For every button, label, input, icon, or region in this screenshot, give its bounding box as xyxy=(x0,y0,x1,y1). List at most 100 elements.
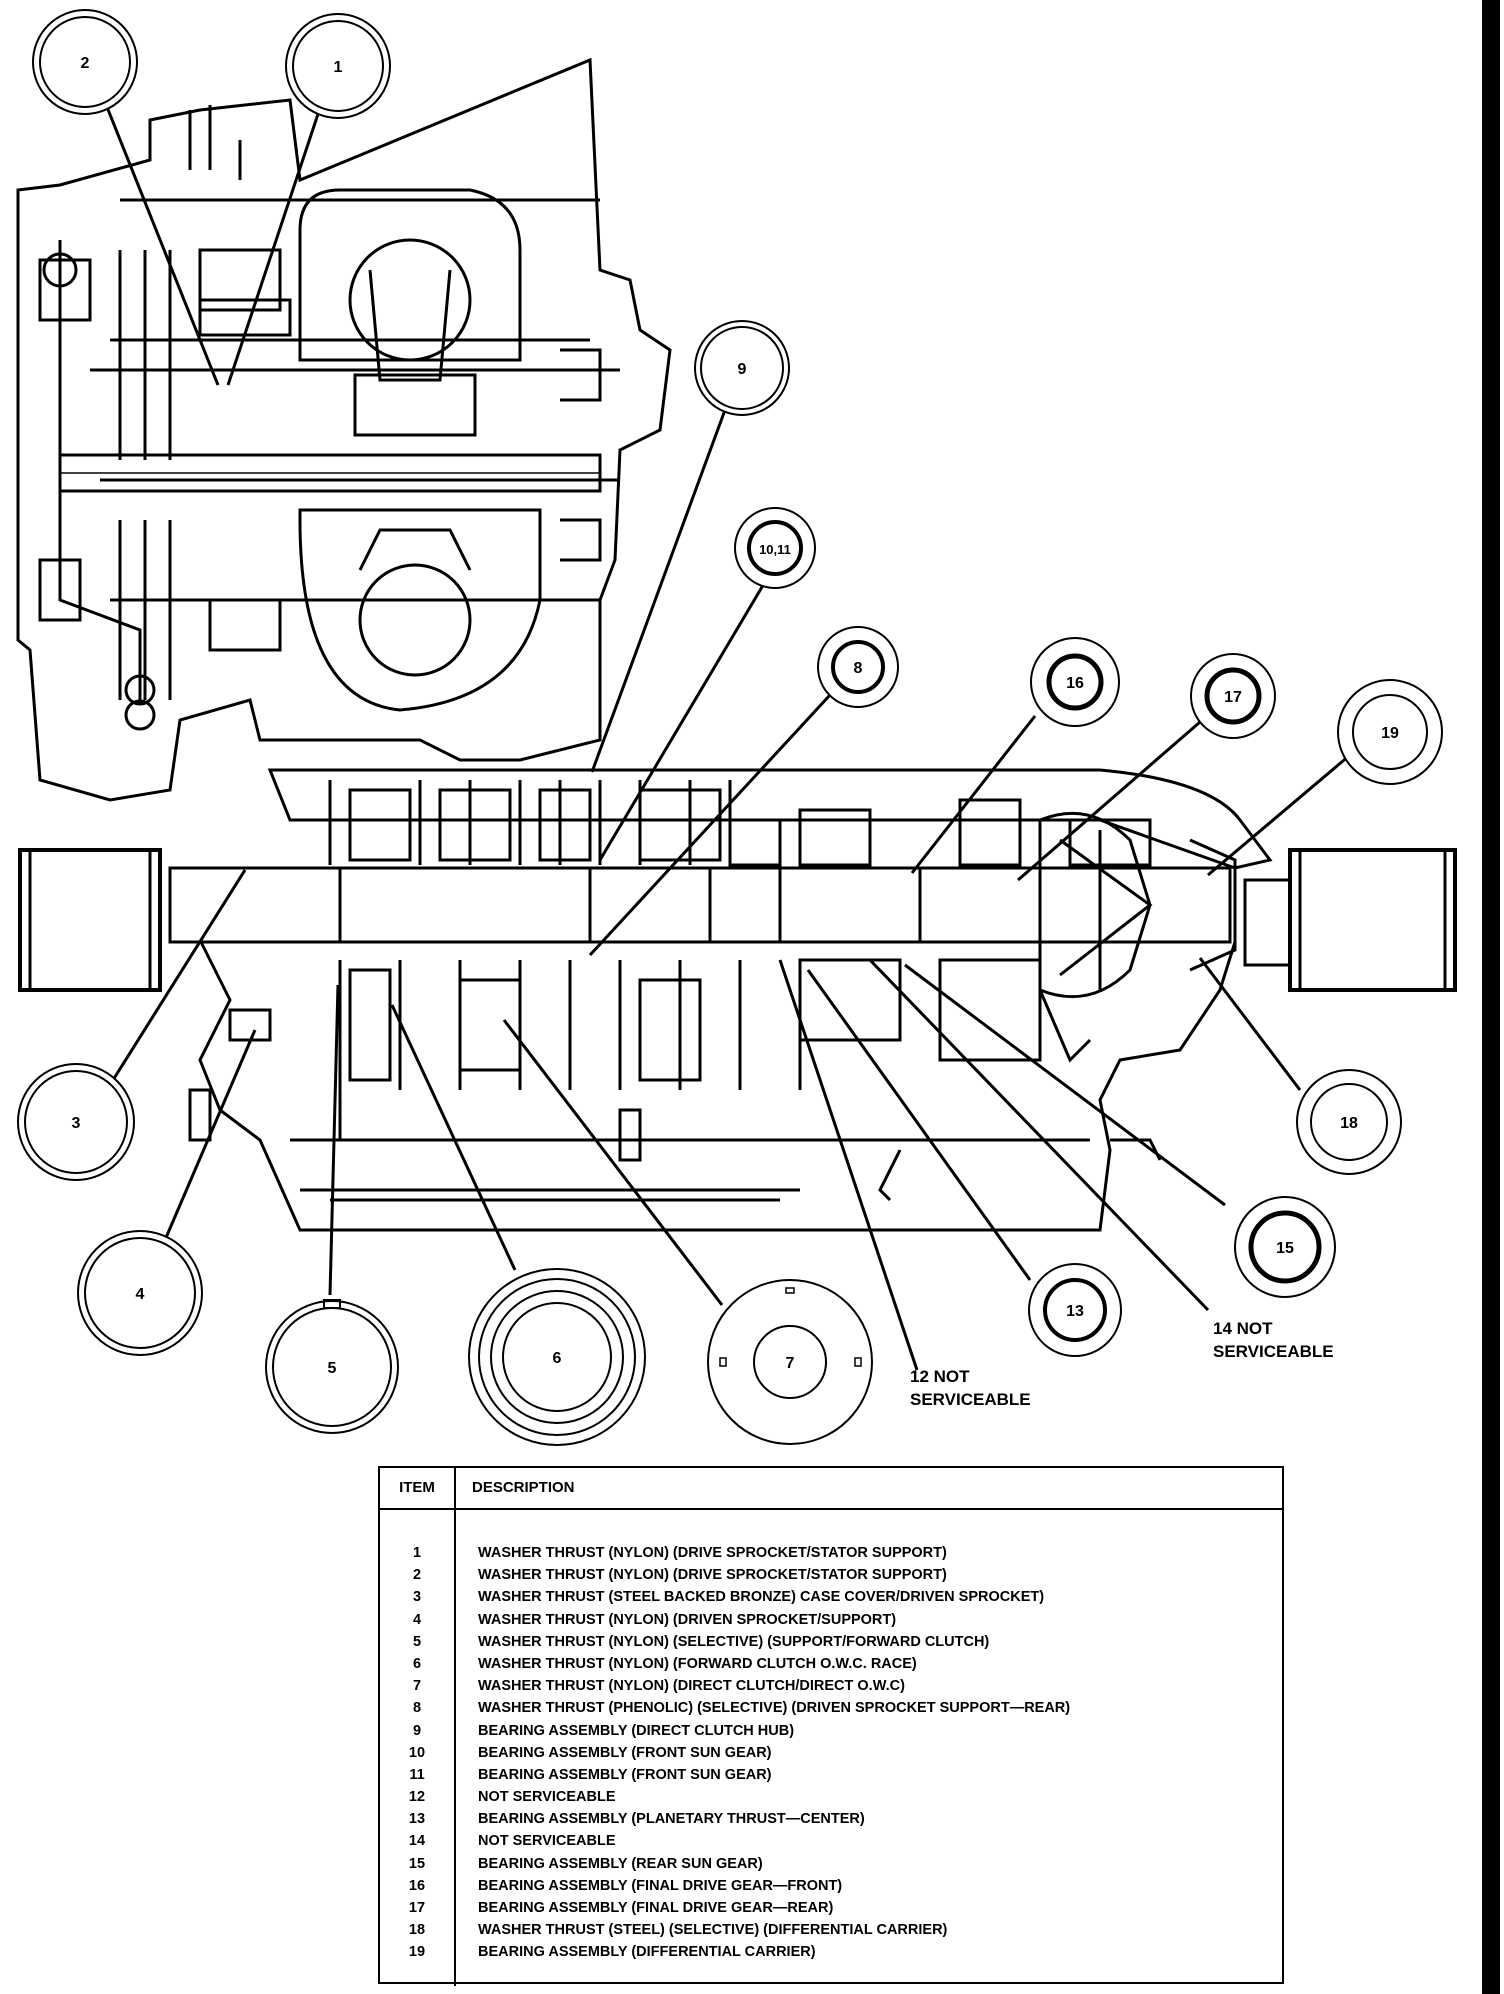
note-14-not-serviceable: 14 NOT SERVICEABLE xyxy=(1213,1319,1334,1361)
callout-10-11: 10,11 xyxy=(734,507,816,589)
row-description: WASHER THRUST (NYLON) (DRIVEN SPROCKET/S… xyxy=(478,1611,897,1628)
row-item-number: 8 xyxy=(412,1700,422,1717)
row-item-number: 16 xyxy=(408,1877,426,1894)
leader-line-7 xyxy=(502,1019,724,1306)
table-row: 16 BEARING ASSEMBLY (FINAL DRIVE GEAR—FRO… xyxy=(380,1875,1282,1897)
table-row: 13 BEARING ASSEMBLY (PLANETARY THRUST—CEN… xyxy=(380,1808,1282,1830)
note-12-not-serviceable: 12 NOT SERVICEABLE xyxy=(910,1367,1031,1409)
svg-text:8: 8 xyxy=(854,660,863,677)
svg-text:6: 6 xyxy=(553,1350,562,1367)
row-item-number: 2 xyxy=(412,1567,422,1584)
header-item: ITEM xyxy=(380,1468,456,1508)
row-description: WASHER THRUST (NYLON) (FORWARD CLUTCH O.… xyxy=(478,1655,917,1672)
callout-5: 5 xyxy=(265,1299,399,1434)
row-item-number: 15 xyxy=(408,1855,426,1872)
transaxle-housing xyxy=(16,57,1457,1232)
row-item-number: 11 xyxy=(409,1766,425,1783)
table-row: 4 WASHER THRUST (NYLON) (DRIVEN SPROCKET/… xyxy=(380,1609,1282,1631)
svg-text:18: 18 xyxy=(1340,1115,1358,1132)
row-description: BEARING ASSEMBLY (DIFFERENTIAL CARRIER) xyxy=(478,1944,816,1961)
leader-line-18 xyxy=(1198,957,1302,1091)
row-item-number: 3 xyxy=(412,1589,422,1606)
row-item-number: 10 xyxy=(408,1744,426,1761)
leader-line-2 xyxy=(103,101,220,386)
svg-text:4: 4 xyxy=(136,1286,145,1303)
row-item-number: 18 xyxy=(408,1922,426,1939)
leader-line-16 xyxy=(910,715,1037,874)
table-row: 1 WASHER THRUST (NYLON) (DRIVE SPROCKET/S… xyxy=(380,1542,1282,1564)
table-row: 7 WASHER THRUST (NYLON) (DIRECT CLUTCH/DI… xyxy=(380,1675,1282,1697)
callout-17: 17 xyxy=(1190,653,1276,739)
row-description: WASHER THRUST (STEEL BACKED BRONZE) CASE… xyxy=(478,1589,1045,1606)
row-item-number: 17 xyxy=(408,1900,426,1916)
row-item-number: 1 xyxy=(412,1545,422,1561)
svg-text:17: 17 xyxy=(1224,689,1242,706)
callout-7: 7 xyxy=(707,1279,873,1445)
leader-line-3 xyxy=(106,869,247,1089)
row-item-number: 7 xyxy=(412,1678,422,1695)
row-item-number: 14 xyxy=(408,1833,426,1850)
leader-line-4 xyxy=(163,1029,257,1241)
table-row: 2 WASHER THRUST (NYLON) (DRIVE SPROCKET/S… xyxy=(380,1564,1282,1586)
header-description: DESCRIPTION xyxy=(472,1479,575,1496)
row-item-number: 6 xyxy=(412,1655,422,1672)
leader-line-5 xyxy=(328,984,340,1296)
svg-text:12 NOT: 12 NOT xyxy=(910,1367,970,1386)
row-description: BEARING ASSEMBLY (FINAL DRIVE GEAR—FRONT… xyxy=(478,1877,843,1894)
row-description: BEARING ASSEMBLY (REAR SUN GEAR) xyxy=(478,1855,763,1872)
leader-line-15 xyxy=(904,963,1226,1207)
row-description: BEARING ASSEMBLY (FINAL DRIVE GEAR—REAR) xyxy=(478,1900,834,1916)
row-item-number: 13 xyxy=(408,1811,426,1828)
svg-text:19: 19 xyxy=(1381,725,1399,742)
callout-16: 16 xyxy=(1030,637,1120,727)
row-description: BEARING ASSEMBLY (FRONT SUN GEAR) xyxy=(478,1766,772,1783)
leader-line-8 xyxy=(588,693,832,957)
table-row: 8 WASHER THRUST (PHENOLIC) (SELECTIVE) (D… xyxy=(380,1697,1282,1719)
row-description: BEARING ASSEMBLY (DIRECT CLUTCH HUB) xyxy=(478,1722,795,1739)
callout-1: 1 xyxy=(285,13,391,119)
page-edge-bar xyxy=(1482,0,1500,1994)
leader-line-17 xyxy=(1017,720,1201,882)
leader-line-12 xyxy=(778,959,919,1371)
table-row: 19 BEARING ASSEMBLY (DIFFERENTIAL CARRIER… xyxy=(380,1941,1282,1963)
leader-line-19 xyxy=(1207,753,1351,877)
table-row: 17 BEARING ASSEMBLY (FINAL DRIVE GEAR—REA… xyxy=(380,1897,1282,1919)
svg-text:16: 16 xyxy=(1066,675,1084,692)
row-item-number: 19 xyxy=(408,1944,426,1961)
table-header: ITEM DESCRIPTION xyxy=(380,1468,1282,1510)
row-description: WASHER THRUST (NYLON) (DRIVE SPROCKET/ST… xyxy=(478,1545,947,1561)
row-description: WASHER THRUST (NYLON) (DIRECT CLUTCH/DIR… xyxy=(478,1678,905,1695)
leader-line-6 xyxy=(390,1004,517,1271)
callout-13: 13 xyxy=(1028,1263,1122,1357)
callout-9: 9 xyxy=(694,320,790,416)
svg-text:9: 9 xyxy=(738,361,747,378)
row-description: NOT SERVICEABLE xyxy=(478,1833,616,1850)
callout-15: 15 xyxy=(1234,1196,1336,1298)
table-row: 14 NOT SERVICEABLE xyxy=(380,1830,1282,1852)
column-divider xyxy=(454,1508,456,1986)
svg-text:SERVICEABLE: SERVICEABLE xyxy=(1213,1342,1334,1361)
row-description: WASHER THRUST (NYLON) (DRIVE SPROCKET/ST… xyxy=(478,1567,947,1584)
callout-18: 18 xyxy=(1296,1069,1402,1175)
callout-6: 6 xyxy=(468,1268,646,1446)
table-row: 6 WASHER THRUST (NYLON) (FORWARD CLUTCH O… xyxy=(380,1653,1282,1675)
row-description: WASHER THRUST (PHENOLIC) (SELECTIVE) (DR… xyxy=(478,1700,1071,1717)
svg-text:15: 15 xyxy=(1276,1240,1294,1257)
svg-text:7: 7 xyxy=(786,1355,795,1372)
row-description: WASHER THRUST (STEEL) (SELECTIVE) (DIFFE… xyxy=(478,1922,948,1939)
leader-line-1 xyxy=(226,101,324,386)
leader-lines xyxy=(103,101,1351,1371)
row-description: NOT SERVICEABLE xyxy=(478,1789,616,1806)
table-row: 18 WASHER THRUST (STEEL) (SELECTIVE) (DIF… xyxy=(380,1919,1282,1941)
leader-line-13 xyxy=(806,969,1032,1281)
callout-2: 2 xyxy=(32,9,138,115)
svg-text:SERVICEABLE: SERVICEABLE xyxy=(910,1390,1031,1409)
row-item-number: 4 xyxy=(412,1611,422,1628)
callout-3: 3 xyxy=(17,1063,135,1181)
svg-text:3: 3 xyxy=(72,1115,81,1132)
row-description: BEARING ASSEMBLY (PLANETARY THRUST—CENTE… xyxy=(478,1811,865,1828)
